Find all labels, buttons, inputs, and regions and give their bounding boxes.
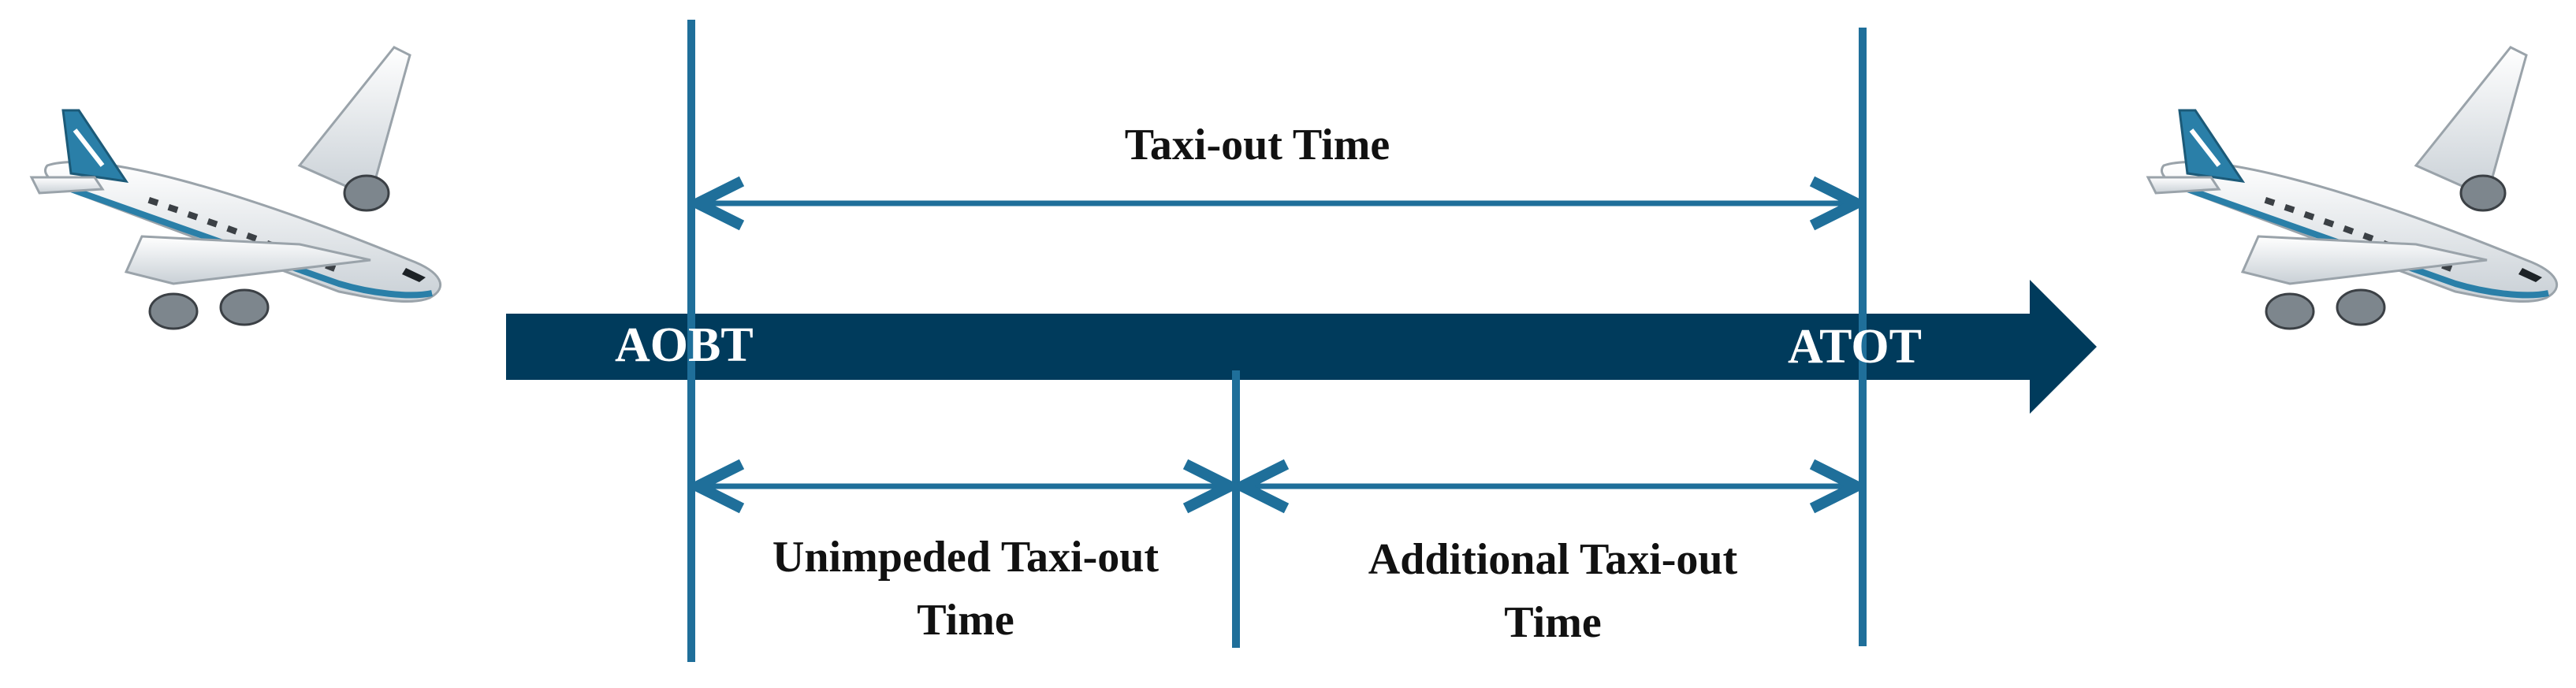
taxi-out-time-label: Taxi-out Time xyxy=(1125,121,1390,169)
airplane-icon xyxy=(32,47,441,329)
unimpeded-label-line1: Unimpeded Taxi-out xyxy=(772,533,1159,582)
aobt-label: AOBT xyxy=(615,318,754,372)
unimpeded-label-line2: Time xyxy=(917,596,1014,645)
airplane-icon xyxy=(2148,47,2557,329)
atot-label: ATOT xyxy=(1788,320,1922,374)
additional-label-line1: Additional Taxi-out xyxy=(1368,535,1738,584)
timeline-arrow xyxy=(506,280,2097,414)
additional-label-line2: Time xyxy=(1504,598,1601,647)
